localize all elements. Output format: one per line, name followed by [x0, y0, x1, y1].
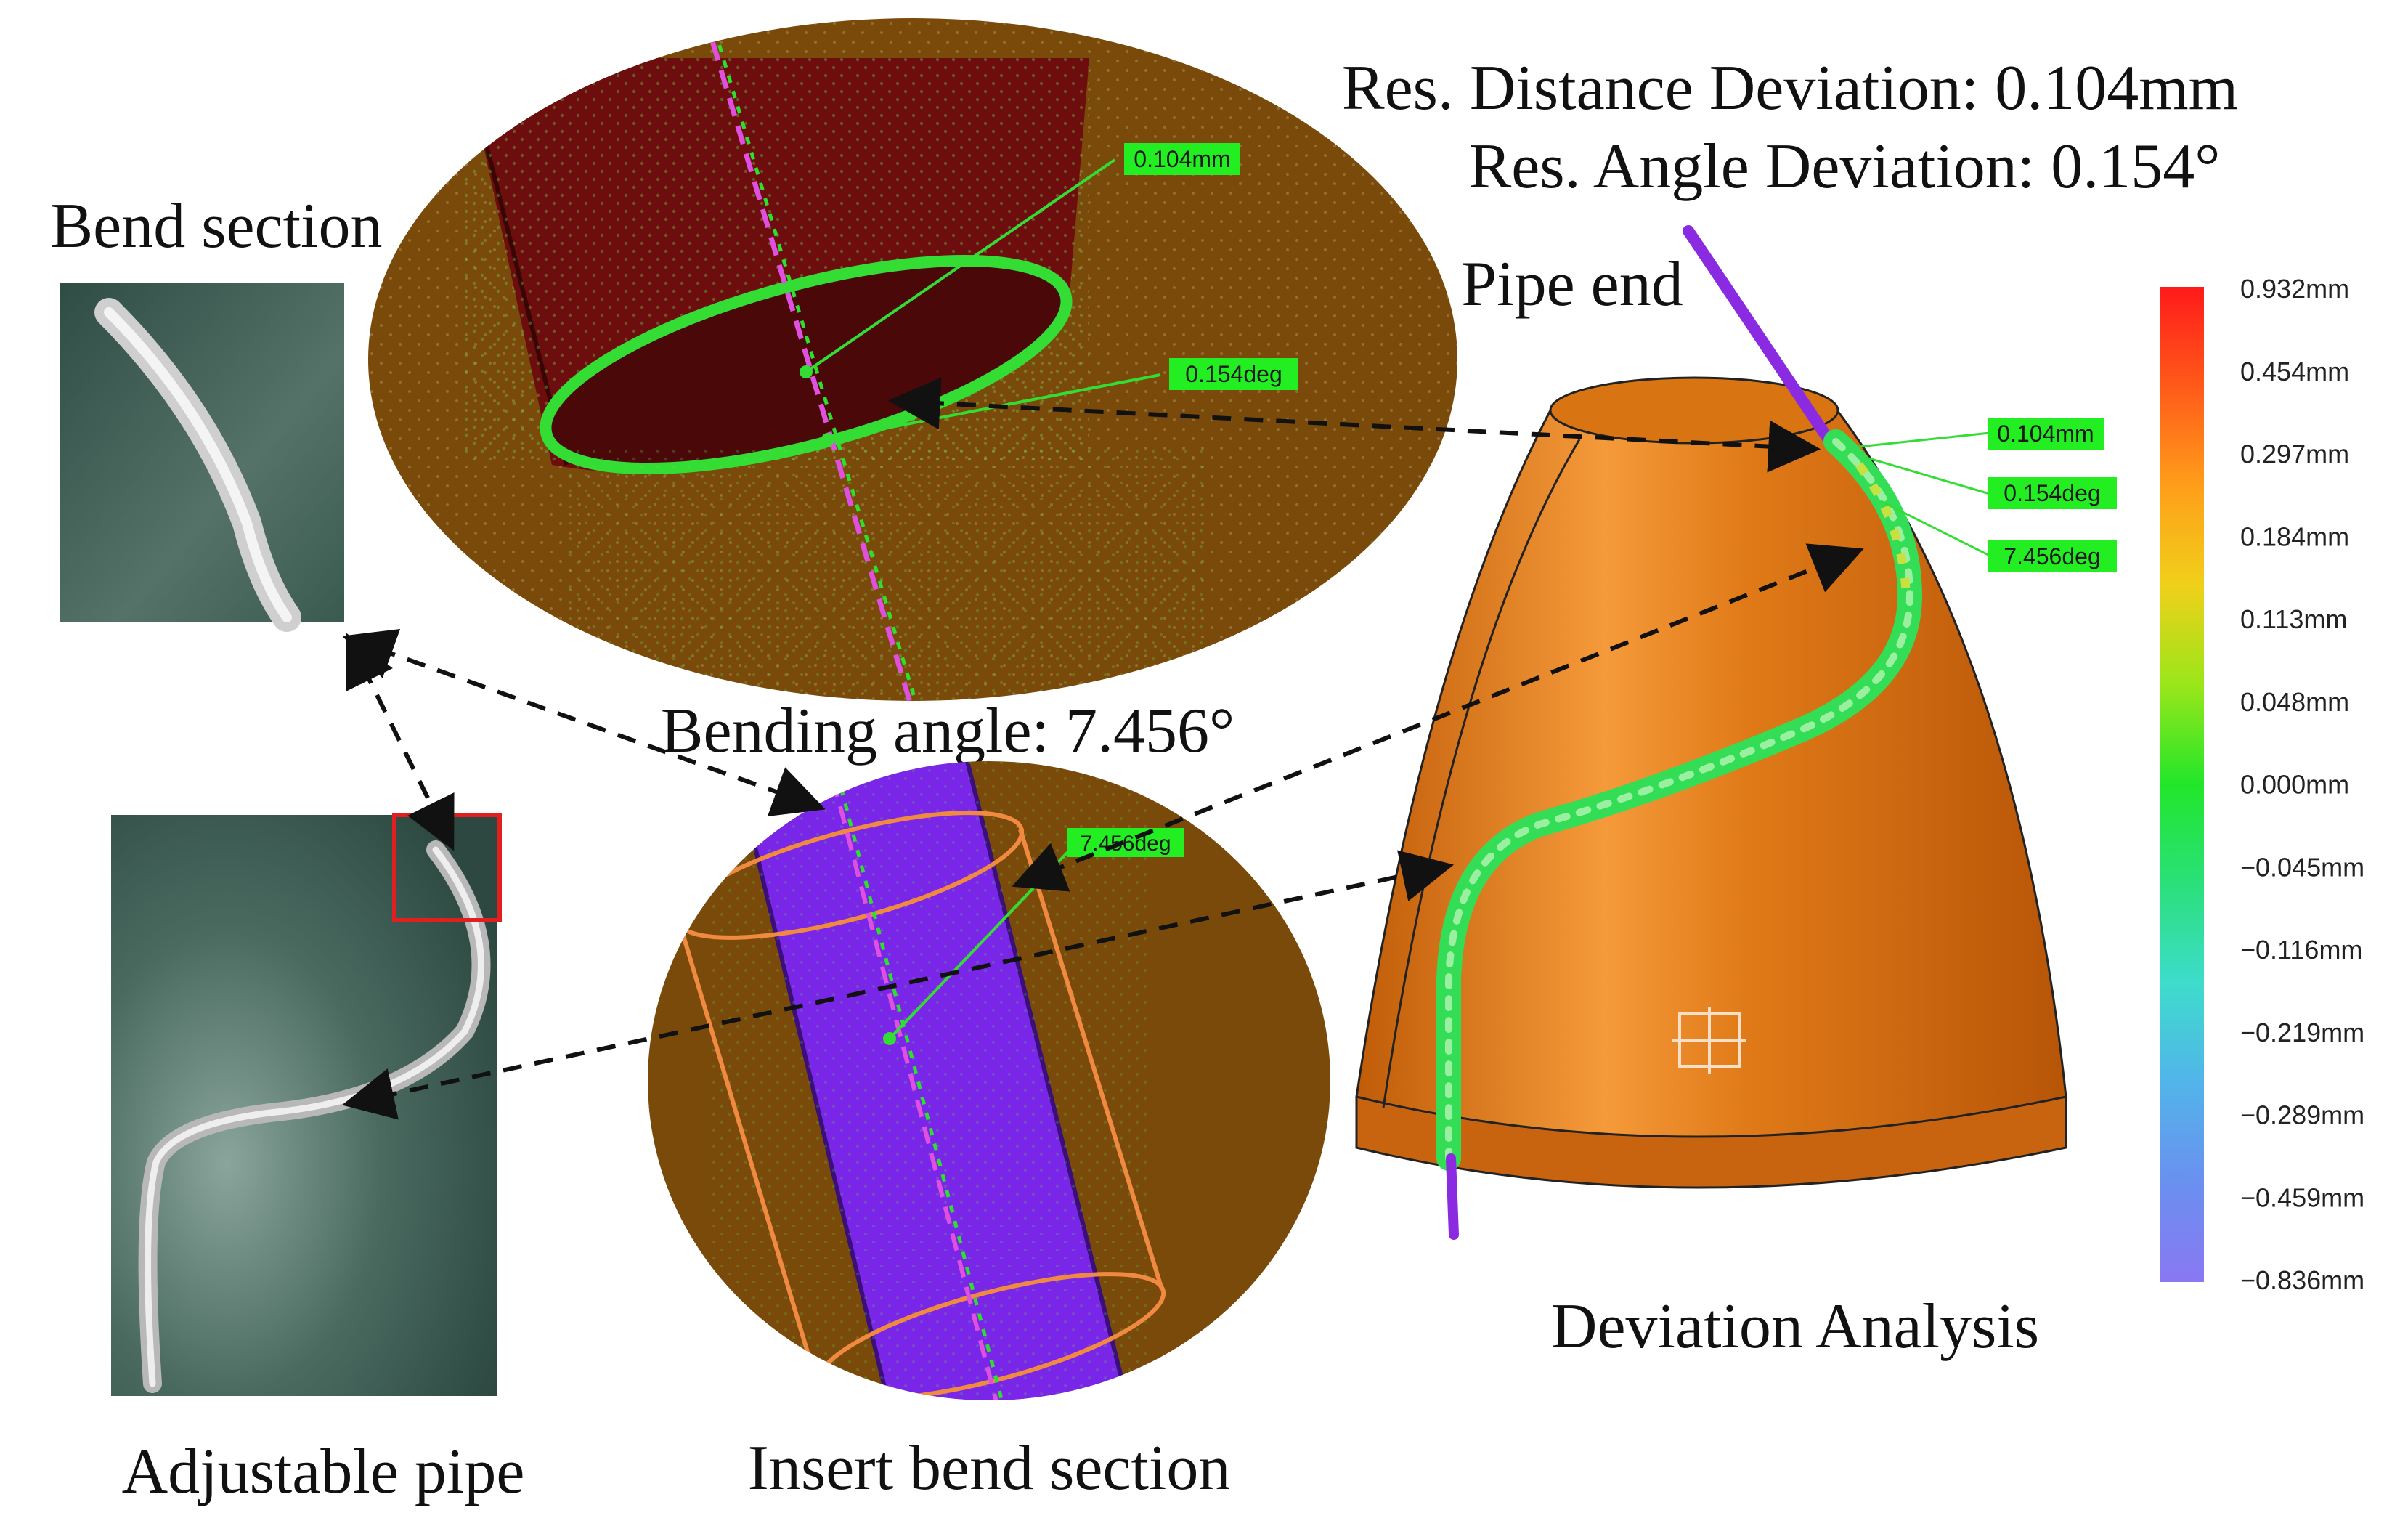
color-scale-tick-label: −0.459mm — [2240, 1182, 2364, 1212]
adjustable-pipe-photo — [111, 813, 502, 1396]
arrow-photo-to-box — [346, 633, 455, 851]
color-scale-tick-label: 0.113mm — [2240, 604, 2347, 634]
color-scale-tick-label: 0.932mm — [2240, 274, 2349, 304]
deviation-analysis-label: Deviation Analysis — [1551, 1291, 2039, 1362]
color-scale-bar — [2160, 287, 2204, 1282]
adjustable-pipe-label: Adjustable pipe — [122, 1437, 525, 1507]
model-bend-tag: 7.456deg — [2004, 543, 2100, 569]
insert-bend-section-label: Insert bend section — [748, 1433, 1231, 1503]
color-scale-tick-label: −0.289mm — [2240, 1100, 2364, 1130]
model-distance-tag: 0.104mm — [1997, 421, 2094, 447]
color-scale-tick-label: −0.116mm — [2240, 935, 2362, 965]
top-angle-tag: 0.154deg — [1185, 361, 1282, 387]
color-scale: 0.932mm 0.454mm 0.297mm 0.184mm 0.113mm 0.048… — [2160, 274, 2364, 1295]
color-scale-tick-label: 0.184mm — [2240, 522, 2349, 551]
arrow-bottom-to-model — [1012, 543, 1864, 892]
pipe-axis-line — [701, 18, 918, 701]
bottom-zoom-view: 7.456deg — [648, 761, 1330, 1400]
deviation-model: 0.104mm 0.154deg 7.456deg — [1355, 225, 2117, 1240]
color-scale-tick-label: 0.000mm — [2240, 770, 2349, 800]
color-scale-tick-label: −0.045mm — [2240, 852, 2364, 882]
color-scale-tick-label: −0.836mm — [2240, 1265, 2364, 1295]
color-scale-tick-label: 0.048mm — [2240, 687, 2349, 717]
top-distance-tag: 0.104mm — [1134, 146, 1230, 172]
color-scale-tick-label: 0.454mm — [2240, 357, 2349, 386]
bend-section-photo — [60, 283, 344, 632]
arrow-photo-to-bottom — [342, 629, 826, 816]
bend-section-label: Bend section — [50, 191, 382, 261]
bending-angle-label: Bending angle: 7.456° — [661, 696, 1234, 766]
bottom-angle-tag: 7.456deg — [1080, 832, 1171, 856]
arrow-ring-to-model — [887, 377, 1821, 473]
res-angle-label: Res. Angle Deviation: 0.154° — [1469, 131, 2221, 202]
color-scale-tick-label: 0.297mm — [2240, 439, 2349, 469]
connector-arrows — [341, 377, 1864, 1120]
pipe-end-label: Pipe end — [1461, 249, 1683, 320]
color-scale-ticks: 0.932mm 0.454mm 0.297mm 0.184mm 0.113mm 0.048… — [2240, 274, 2364, 1295]
res-distance-label: Res. Distance Deviation: 0.104mm — [1342, 53, 2238, 123]
color-scale-tick-label: −0.219mm — [2240, 1018, 2364, 1047]
arrow-adjustable-to-model — [341, 850, 1455, 1120]
model-angle-tag: 0.154deg — [2004, 480, 2100, 506]
